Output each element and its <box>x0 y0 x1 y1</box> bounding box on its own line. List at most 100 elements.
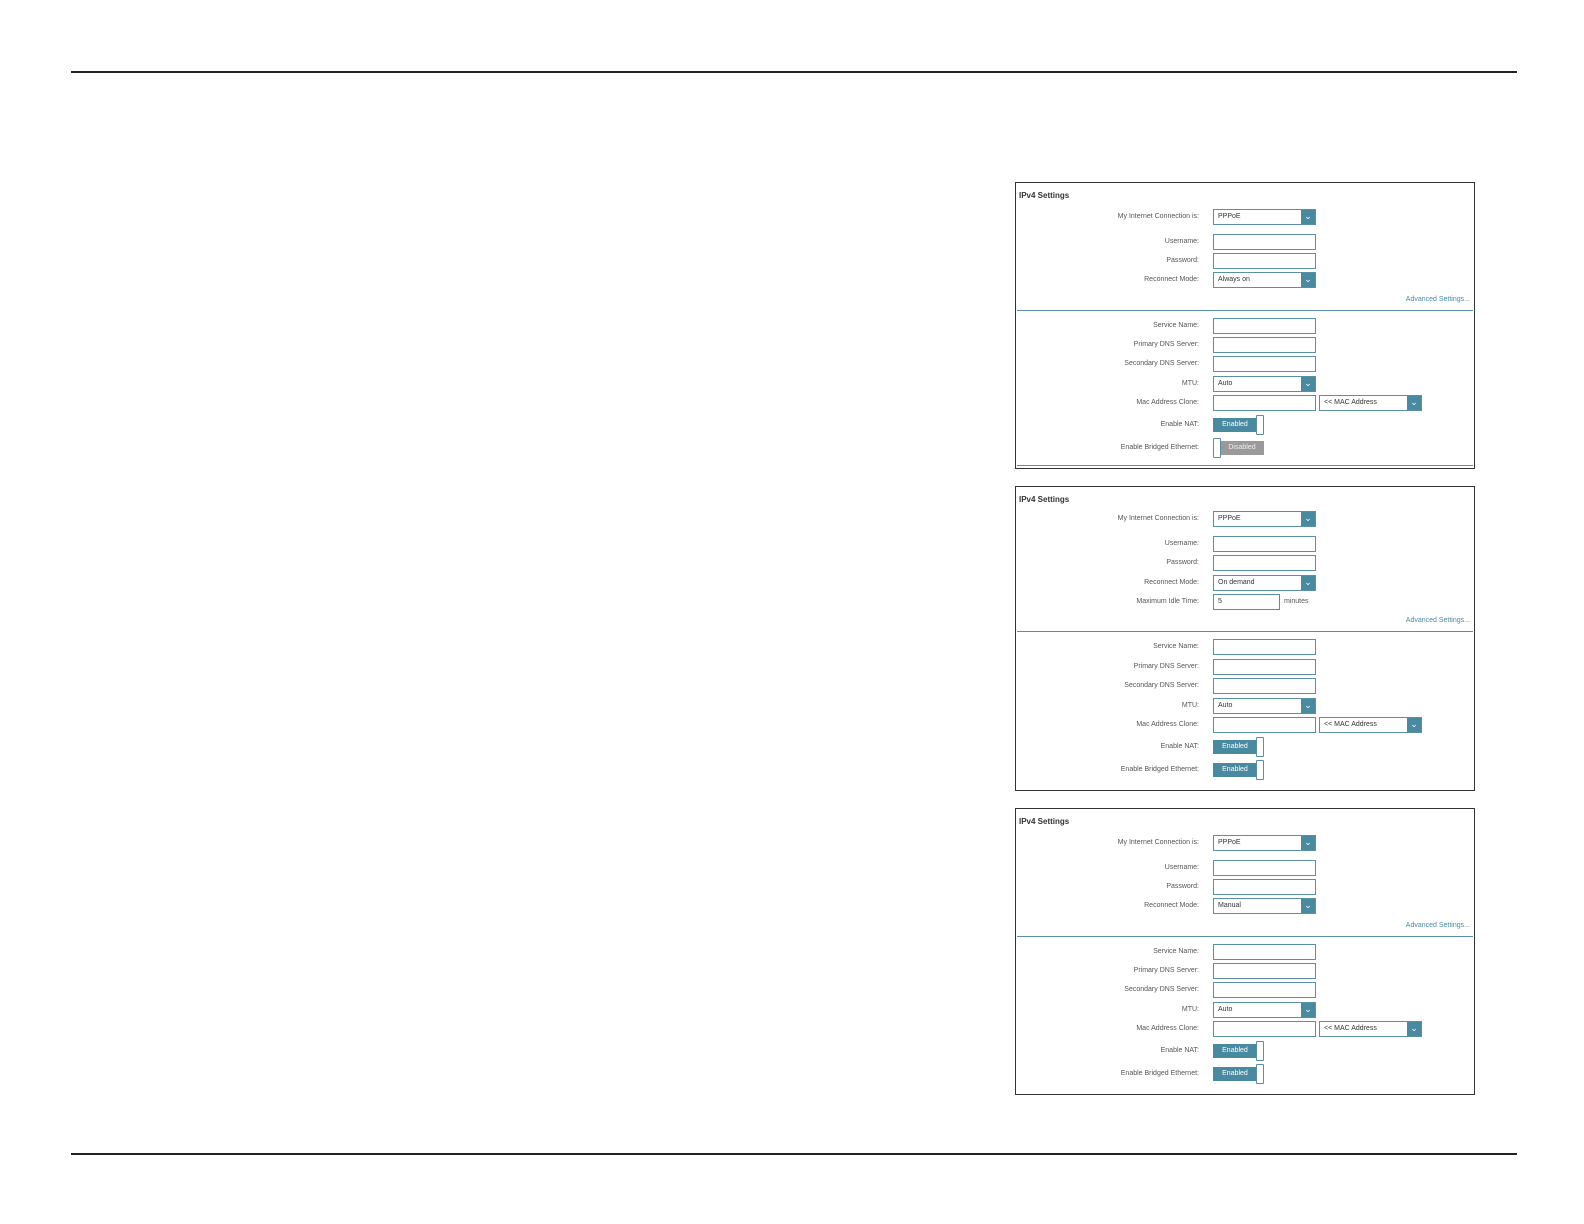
enable-nat-toggle[interactable]: Enabled <box>1213 415 1265 435</box>
connection-type-select[interactable]: PPPoE ⌄ <box>1213 835 1316 851</box>
reconnect-mode-select[interactable]: On demand ⌄ <box>1213 575 1316 591</box>
panel-title: IPv4 Settings <box>1019 191 1070 200</box>
service-name-label: Service Name: <box>1153 643 1199 650</box>
bridged-ethernet-toggle[interactable]: Disabled <box>1213 438 1265 458</box>
password-label: Password: <box>1166 883 1199 890</box>
primary-dns-input[interactable] <box>1213 659 1316 675</box>
bridged-ethernet-label: Enable Bridged Ethernet: <box>1120 444 1199 451</box>
service-name-row: Service Name: <box>1016 944 1474 960</box>
connection-row: My Internet Connection is: PPPoE ⌄ <box>1016 835 1474 851</box>
username-row: Username: <box>1016 536 1474 552</box>
chevron-down-icon[interactable]: ⌄ <box>1301 899 1315 913</box>
service-name-label: Service Name: <box>1153 948 1199 955</box>
mac-clone-label: Mac Address Clone: <box>1136 721 1199 728</box>
connection-type-select[interactable]: PPPoE ⌄ <box>1213 209 1316 225</box>
mtu-label: MTU: <box>1181 1006 1199 1013</box>
primary-dns-input[interactable] <box>1213 963 1316 979</box>
connection-label: My Internet Connection is: <box>1117 839 1199 846</box>
connection-type-select[interactable]: PPPoE ⌄ <box>1213 511 1316 527</box>
username-input[interactable] <box>1213 234 1316 250</box>
enable-nat-state: Enabled <box>1213 740 1257 754</box>
mtu-select[interactable]: Auto ⌄ <box>1213 376 1316 392</box>
username-label: Username: <box>1164 238 1199 245</box>
secondary-dns-row: Secondary DNS Server: <box>1016 356 1474 372</box>
chevron-down-icon[interactable]: ⌄ <box>1301 273 1315 287</box>
connection-label: My Internet Connection is: <box>1117 515 1199 522</box>
password-input[interactable] <box>1213 879 1316 895</box>
reconnect-mode-label: Reconnect Mode: <box>1144 902 1199 909</box>
toggle-knob[interactable] <box>1256 1041 1264 1061</box>
enable-nat-toggle[interactable]: Enabled <box>1213 1041 1265 1061</box>
secondary-dns-row: Secondary DNS Server: <box>1016 982 1474 998</box>
mac-clone-input[interactable] <box>1213 1021 1316 1037</box>
panel-title: IPv4 Settings <box>1019 495 1070 504</box>
chevron-down-icon[interactable]: ⌄ <box>1407 718 1421 732</box>
service-name-input[interactable] <box>1213 318 1316 334</box>
advanced-settings-link[interactable]: Advanced Settings... <box>1405 617 1470 624</box>
ipv4-settings-panel-on-demand: IPv4 Settings My Internet Connection is:… <box>1015 486 1475 791</box>
username-input[interactable] <box>1213 536 1316 552</box>
advanced-settings-link[interactable]: Advanced Settings... <box>1405 922 1470 929</box>
reconnect-mode-label: Reconnect Mode: <box>1144 276 1199 283</box>
toggle-knob[interactable] <box>1256 760 1264 780</box>
enable-nat-toggle[interactable]: Enabled <box>1213 737 1265 757</box>
password-row: Password: <box>1016 555 1474 571</box>
username-input[interactable] <box>1213 860 1316 876</box>
chevron-down-icon[interactable]: ⌄ <box>1301 512 1315 526</box>
max-idle-input[interactable]: 5 <box>1213 594 1280 610</box>
service-name-input[interactable] <box>1213 944 1316 960</box>
secondary-dns-input[interactable] <box>1213 678 1316 694</box>
secondary-dns-input[interactable] <box>1213 356 1316 372</box>
toggle-knob[interactable] <box>1256 737 1264 757</box>
primary-dns-input[interactable] <box>1213 337 1316 353</box>
mac-address-select[interactable]: << MAC Address ⌄ <box>1319 1021 1422 1037</box>
enable-nat-row: Enable NAT: Enabled <box>1016 415 1474 435</box>
password-input[interactable] <box>1213 253 1316 269</box>
bridged-ethernet-row: Enable Bridged Ethernet: Enabled <box>1016 1064 1474 1084</box>
chevron-down-icon[interactable]: ⌄ <box>1407 396 1421 410</box>
footer-rule <box>71 1153 1517 1155</box>
mtu-label: MTU: <box>1181 380 1199 387</box>
service-name-row: Service Name: <box>1016 639 1474 655</box>
reconnect-mode-label: Reconnect Mode: <box>1144 579 1199 586</box>
mtu-value: Auto <box>1218 702 1233 709</box>
username-row: Username: <box>1016 234 1474 250</box>
mac-clone-input[interactable] <box>1213 395 1316 411</box>
toggle-knob[interactable] <box>1256 1064 1264 1084</box>
mac-clone-input[interactable] <box>1213 717 1316 733</box>
reconnect-row: Reconnect Mode: On demand ⌄ <box>1016 575 1474 591</box>
reconnect-mode-select[interactable]: Always on ⌄ <box>1213 272 1316 288</box>
advanced-settings-link[interactable]: Advanced Settings... <box>1405 296 1470 303</box>
chevron-down-icon[interactable]: ⌄ <box>1301 210 1315 224</box>
chevron-down-icon[interactable]: ⌄ <box>1301 1003 1315 1017</box>
username-label: Username: <box>1164 864 1199 871</box>
enable-nat-row: Enable NAT: Enabled <box>1016 1041 1474 1061</box>
primary-dns-row: Primary DNS Server: <box>1016 963 1474 979</box>
chevron-down-icon[interactable]: ⌄ <box>1301 377 1315 391</box>
toggle-knob[interactable] <box>1213 438 1221 458</box>
bridged-ethernet-label: Enable Bridged Ethernet: <box>1120 1070 1199 1077</box>
chevron-down-icon[interactable]: ⌄ <box>1301 576 1315 590</box>
mtu-select[interactable]: Auto ⌄ <box>1213 1002 1316 1018</box>
enable-nat-label: Enable NAT: <box>1160 743 1199 750</box>
chevron-down-icon[interactable]: ⌄ <box>1301 699 1315 713</box>
mac-address-select[interactable]: << MAC Address ⌄ <box>1319 717 1422 733</box>
mtu-select[interactable]: Auto ⌄ <box>1213 698 1316 714</box>
secondary-dns-label: Secondary DNS Server: <box>1124 360 1199 367</box>
bridged-ethernet-toggle[interactable]: Enabled <box>1213 760 1265 780</box>
secondary-dns-input[interactable] <box>1213 982 1316 998</box>
connection-type-value: PPPoE <box>1218 839 1241 846</box>
panel-title: IPv4 Settings <box>1019 817 1070 826</box>
chevron-down-icon[interactable]: ⌄ <box>1407 1022 1421 1036</box>
section-divider <box>1017 310 1473 311</box>
password-input[interactable] <box>1213 555 1316 571</box>
chevron-down-icon[interactable]: ⌄ <box>1301 836 1315 850</box>
mac-address-select[interactable]: << MAC Address ⌄ <box>1319 395 1422 411</box>
password-label: Password: <box>1166 257 1199 264</box>
reconnect-mode-select[interactable]: Manual ⌄ <box>1213 898 1316 914</box>
service-name-input[interactable] <box>1213 639 1316 655</box>
toggle-knob[interactable] <box>1256 415 1264 435</box>
bridged-ethernet-toggle[interactable]: Enabled <box>1213 1064 1265 1084</box>
reconnect-mode-value: On demand <box>1218 579 1255 586</box>
mac-clone-label: Mac Address Clone: <box>1136 399 1199 406</box>
